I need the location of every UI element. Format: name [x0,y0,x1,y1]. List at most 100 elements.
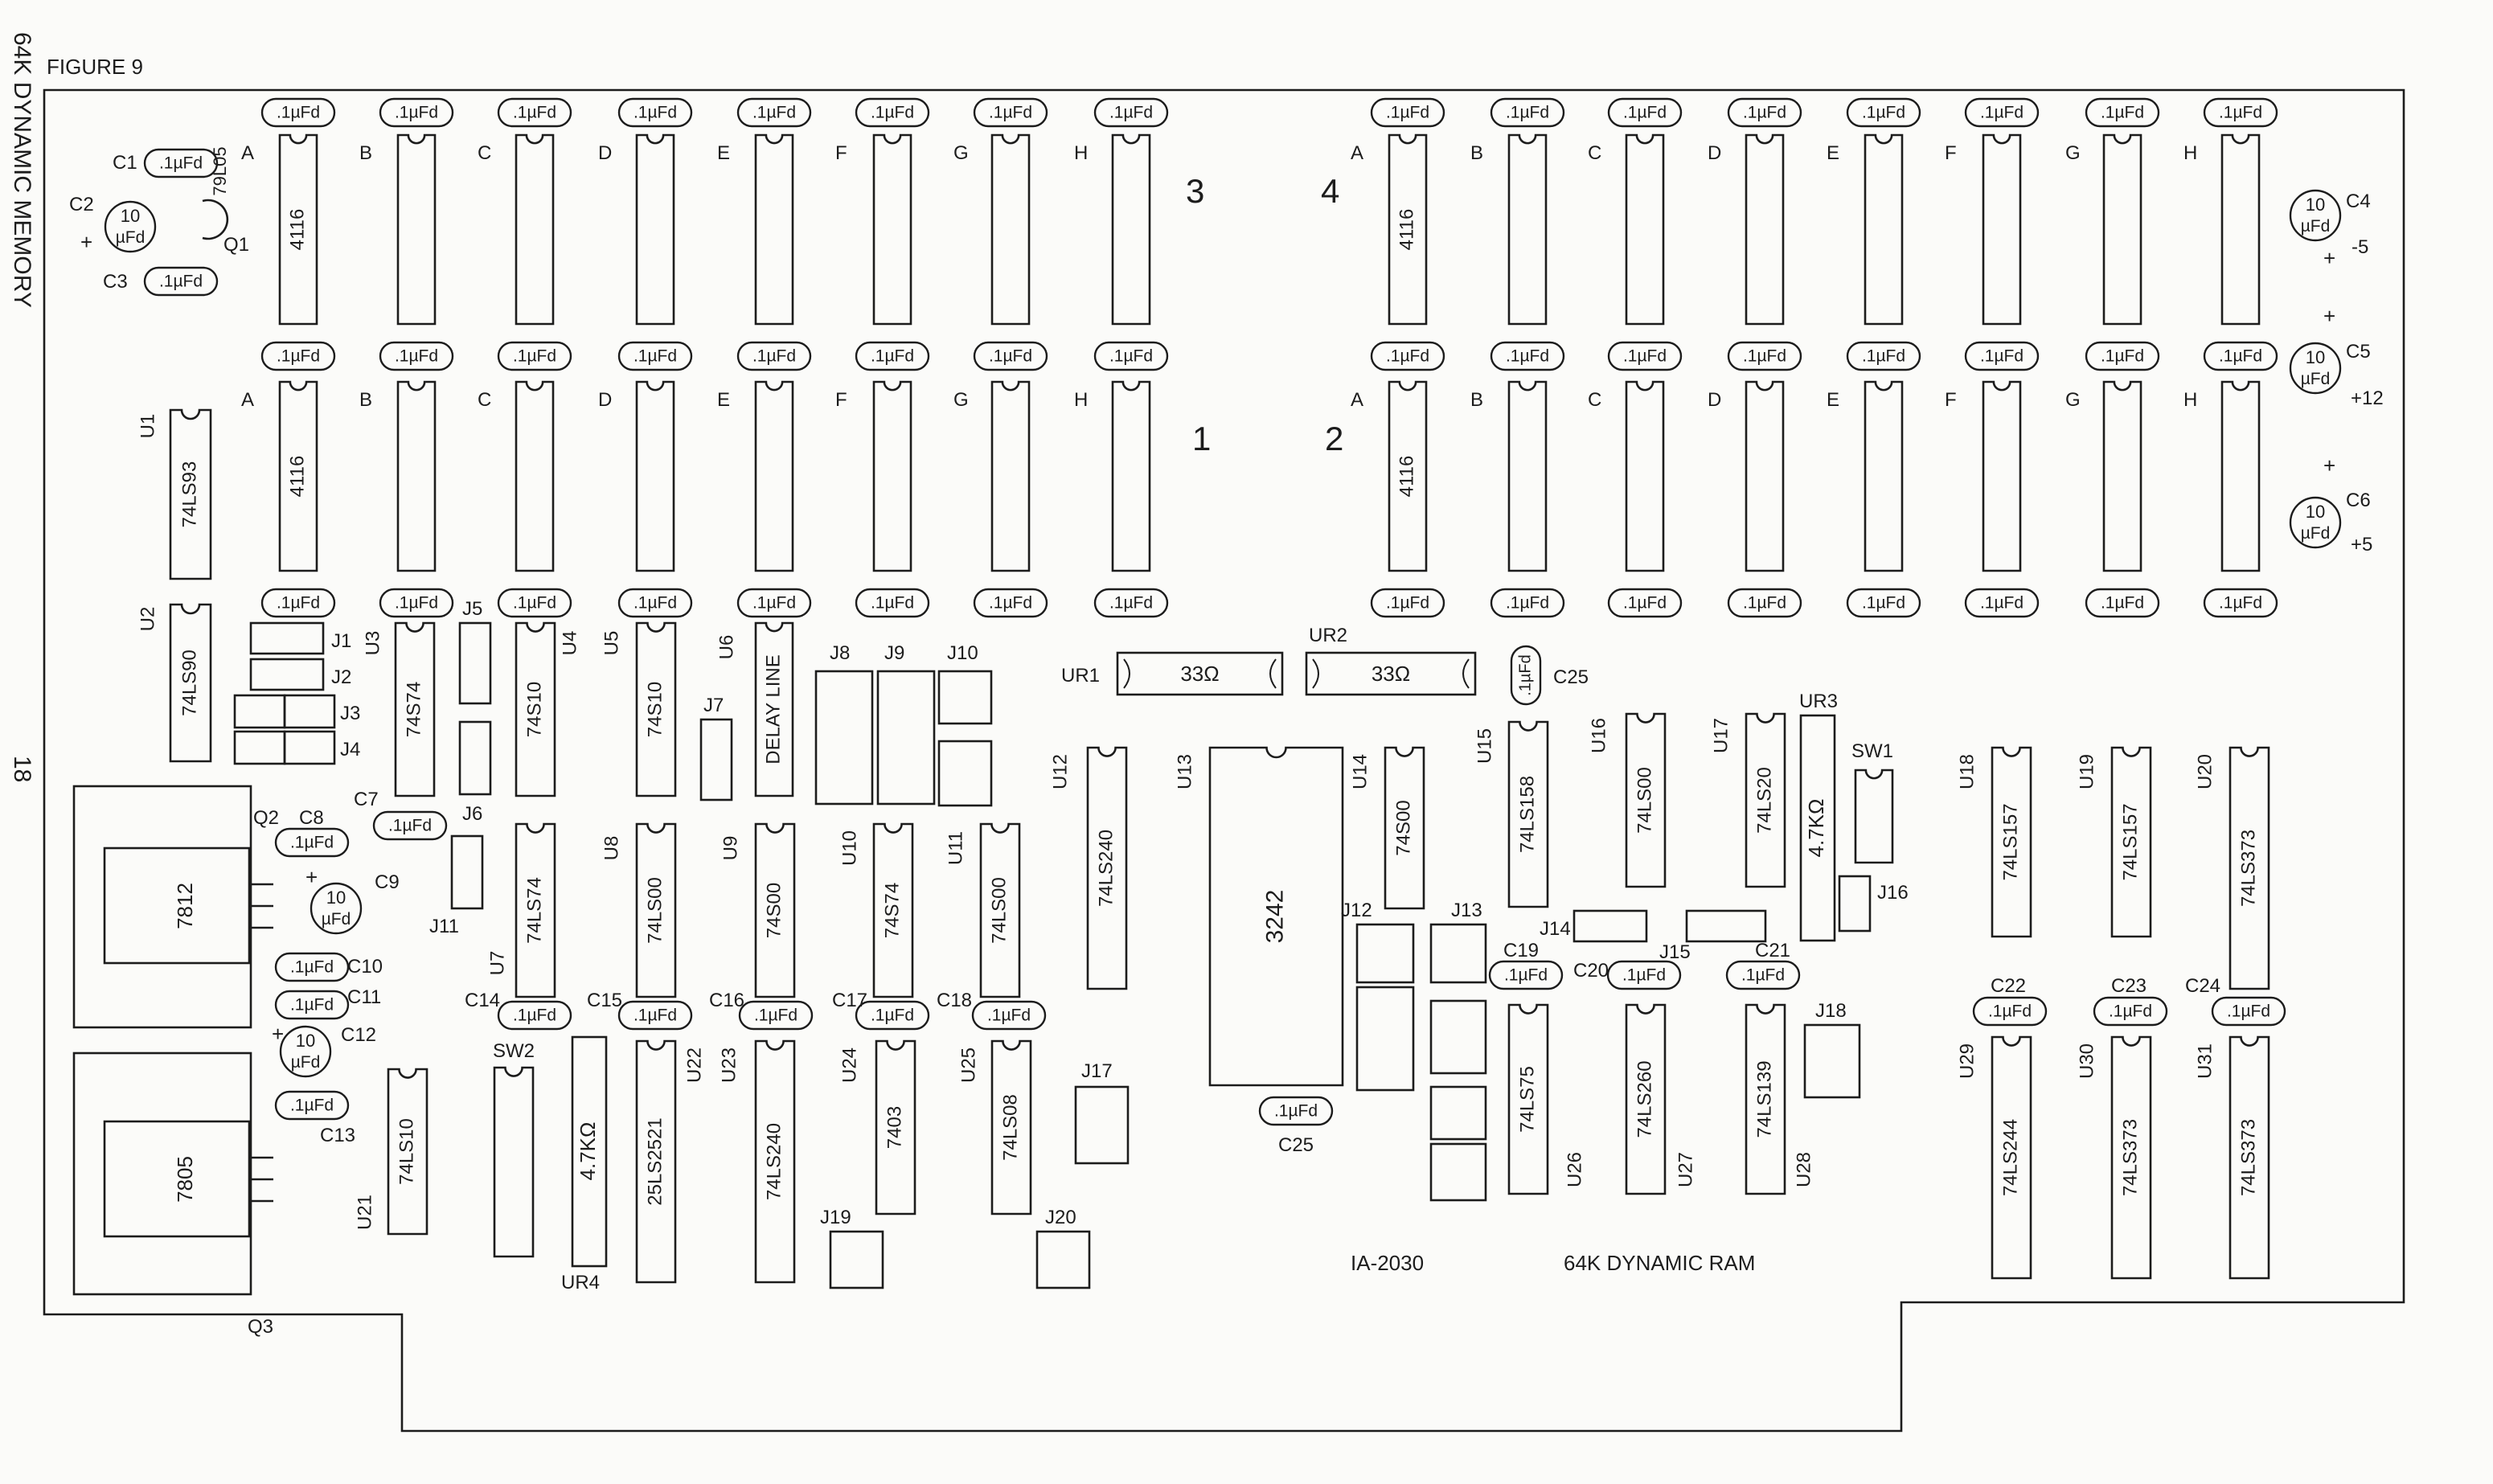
chip-u29-label: 74LS244 [1999,1119,2021,1196]
cap-c3-value: .1µFd [159,273,203,291]
ram-decoupling-cap-l1-b: .1µFd [379,97,454,128]
ram-chip-bank1-c [515,133,555,326]
ref-label-u29-87: U29 [1956,1043,1978,1079]
ram-chip-bank4-c [1625,380,1665,572]
ref-label-c18-22: C18 [937,990,972,1011]
ram-chip-bank2-a: 4116 [278,380,318,572]
cap-c23: .1µFd [2093,996,2168,1027]
ref-label-u13-71: U13 [1174,754,1195,789]
ram-decoupling-cap-r1-d: .1µFd [1727,97,1802,128]
ram-decoupling-cap-r1-a-value: .1µFd [1386,104,1429,122]
figure-label: FIGURE 9 [47,55,143,79]
ram-decoupling-cap-l2-f: .1µFd [855,341,930,371]
ram-decoupling-cap-r2-d: .1µFd [1727,341,1802,371]
column-letter-bank2-c: C [478,389,491,411]
ref-label-u5-63: U5 [601,631,622,656]
ram-decoupling-cap-r1-h-value: .1µFd [2219,104,2262,122]
chip-u16: 74LS00 [1625,712,1667,888]
resistor-pack-ur1-value: 33Ω [1180,662,1219,686]
chip-u23: 74LS240 [754,1039,796,1284]
ram-chip-bank3-e [1864,133,1904,326]
regulator-7805-label: 7805 [173,1156,197,1203]
jumper-j16 [1838,875,1872,933]
ram-decoupling-cap-r1-b-value: .1µFd [1506,104,1549,122]
ref-label-u30-88: U30 [2076,1043,2097,1079]
ram-decoupling-cap-r2-e-value: .1µFd [1862,347,1905,366]
column-letter-bank1-h: H [1074,142,1088,164]
ram-decoupling-cap-l3-b-value: .1µFd [395,594,438,613]
polarity-plus-1: + [2323,246,2335,270]
ram-chip-bank3-b [1507,133,1548,326]
cap-c14-value: .1µFd [513,1006,556,1025]
cap-c11: .1µFd [274,990,350,1020]
cap-c16-value: .1µFd [754,1006,798,1025]
ram-chip-bank2-b [396,380,437,572]
cap-c9-value: 10 [326,888,346,908]
ref-label-u28-86: U28 [1793,1152,1814,1187]
ref-label-u18-76: U18 [1956,754,1978,789]
ref-label-u16-74: U16 [1588,718,1609,753]
chip-u15: 74LS158 [1507,720,1549,908]
cap-c25: .1µFd [1510,645,1542,706]
resistor-pack-ur4-value: 4.7KΩ [576,1122,600,1181]
ram-decoupling-cap-l2-b-value: .1µFd [395,347,438,366]
ram-decoupling-cap-l3-e: .1µFd [736,588,812,618]
jumper-j3a [233,694,286,729]
jumper-j13 [1429,923,1487,984]
cap-c17-value: .1µFd [871,1006,914,1025]
chip-u23-label: 74LS240 [763,1123,785,1200]
chip-u31-label: 74LS373 [2237,1119,2259,1196]
cap-c5-value: 10 [2306,347,2325,367]
ram-decoupling-cap-r2-b: .1µFd [1490,341,1565,371]
resistor-pack-ur3-value: 4.7KΩ [1804,799,1828,858]
cap-c24-value: .1µFd [2227,1002,2270,1021]
column-letter-bank4-d: D [1708,389,1721,411]
jumper-j19 [829,1230,884,1289]
ram-decoupling-cap-r2-f: .1µFd [1964,341,2040,371]
ref-label-c9-13: C9 [375,871,400,893]
ram-decoupling-cap-r1-g-value: .1µFd [2101,104,2144,122]
ref-label-u12-70: U12 [1049,754,1071,789]
ram-decoupling-cap-l2-h-value: .1µFd [1109,347,1153,366]
ref-label-c12-16: C12 [341,1024,376,1046]
ref-label-u1-59: U1 [137,414,158,439]
chip-u21: 74LS10 [387,1068,428,1236]
cap-c12-value: 10 [296,1031,315,1051]
ref-label-u15-73: U15 [1474,728,1495,764]
regulator-7805-heatsink: 7805 [72,1052,273,1296]
chip-u19-label: 74LS157 [2119,803,2141,880]
chip-u17-label: 74LS20 [1753,767,1775,834]
ref-label-sw2-54: SW2 [493,1040,535,1062]
jumper-j11 [450,834,484,910]
column-letter-bank4-b: B [1470,389,1483,411]
cap-c2-value: 10 [121,206,140,226]
column-letter-bank4-g: G [2065,389,2081,411]
jumper-j8 [814,670,874,806]
ref-label-j14-46: J14 [1540,918,1571,940]
chip-u15-label: 74LS158 [1516,776,1538,853]
column-letter-bank2-f: F [835,389,847,411]
ref-label-j17-49: J17 [1081,1060,1113,1082]
ram-chip-bank2-c [515,380,555,572]
ram-decoupling-cap-r1-b: .1µFd [1490,97,1565,128]
ref-label-ur4-58: UR4 [561,1272,600,1293]
ram-decoupling-cap-l2-g-value: .1µFd [989,347,1032,366]
ram-chip-bank1-a-label: 4116 [286,209,308,251]
column-letter-bank3-b: B [1470,142,1483,164]
ref-label-c13-17: C13 [320,1125,355,1146]
column-letter-bank1-a: A [241,142,254,164]
ram-decoupling-cap-l1-f-value: .1µFd [871,104,914,122]
cap-c24: .1µFd [2211,996,2286,1027]
chip-u8: 74LS00 [635,822,677,998]
chip-u4: 74S10 [515,621,556,797]
cap-c1: .1µFd [143,148,219,178]
ref-label-j10-42: J10 [947,642,978,664]
ram-decoupling-cap-l3-g-value: .1µFd [989,594,1032,613]
polarity-plus-4: + [305,865,318,889]
ref-label-j19-51: J19 [820,1207,851,1228]
ram-decoupling-cap-l2-f-value: .1µFd [871,347,914,366]
bank-number-2: 2 [1325,420,1343,457]
column-letter-bank1-e: E [717,142,730,164]
